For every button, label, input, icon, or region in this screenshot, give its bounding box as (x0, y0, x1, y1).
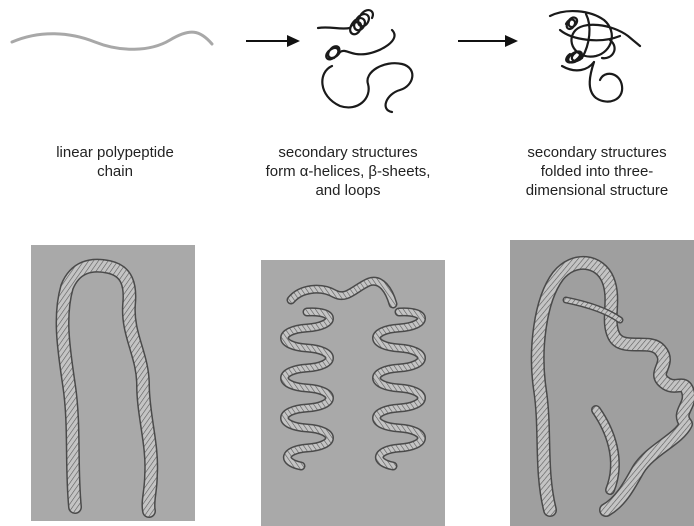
ribbon-model-helices (261, 260, 445, 526)
caption-secondary-structures: secondary structures form α-helices, β-s… (232, 143, 464, 200)
linear-chain (12, 32, 212, 49)
caption-line: secondary structures (500, 143, 694, 162)
caption-line: secondary structures (232, 143, 464, 162)
arrow-1 (246, 35, 300, 47)
ribbon-model-folded (510, 240, 694, 526)
secondary-structure-coil (318, 10, 412, 112)
ribbon-model-linear (31, 245, 195, 521)
caption-line: and loops (232, 181, 464, 200)
caption-line: form α-helices, β-sheets, (232, 162, 464, 181)
caption-tertiary-structure: secondary structures folded into three- … (500, 143, 694, 200)
tertiary-structure-tangle (550, 11, 640, 102)
ribbon-panel-linear (31, 245, 195, 521)
caption-line: chain (20, 162, 210, 181)
ribbon-panel-tertiary (510, 240, 694, 526)
caption-line: linear polypeptide (20, 143, 210, 162)
caption-line: folded into three- (500, 162, 694, 181)
schematic-row (0, 0, 694, 140)
caption-linear-chain: linear polypeptide chain (20, 143, 210, 181)
caption-line: dimensional structure (500, 181, 694, 200)
ribbon-panel-secondary (261, 260, 445, 526)
arrow-2 (458, 35, 518, 47)
